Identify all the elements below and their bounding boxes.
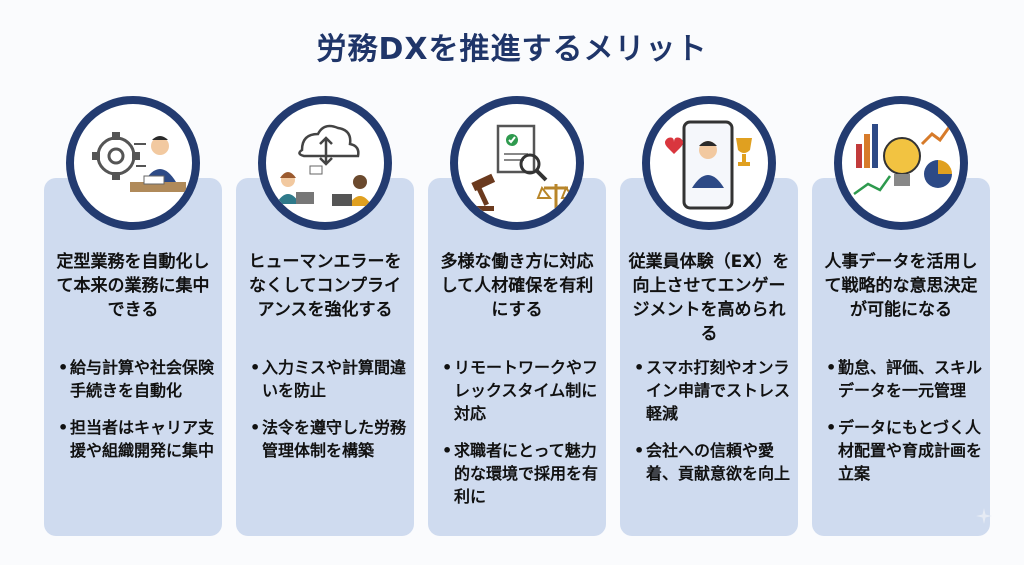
card-bullet-list: スマホ打刻やオンライン申請でストレス軽減 会社への信頼や愛着、貢献意欲を向上 [634, 356, 790, 499]
sparkle-icon [976, 508, 992, 524]
list-item: 法令を遵守した労務管理体制を構築 [250, 416, 406, 462]
list-item: スマホ打刻やオンライン申請でストレス軽減 [634, 356, 790, 425]
benefit-card-compliance: ヒューマンエラーをなくしてコンプライアンスを強化する 入力ミスや計算間違いを防止… [236, 178, 414, 536]
benefit-card-employee-experience: 従業員体験（EX）を向上させてエンゲージメントを高められる スマホ打刻やオンライ… [620, 178, 798, 536]
list-item: 求職者にとって魅力的な環境で採用を有利に [442, 439, 598, 508]
card-heading: 定型業務を自動化して本来の業務に集中できる [56, 252, 210, 320]
card-heading: 多様な働き方に対応して人材確保を有利にする [440, 252, 594, 320]
card-heading: 人事データを活用して戦略的な意思決定が可能になる [824, 252, 978, 320]
page-title: 労務DXを推進するメリット [316, 32, 708, 67]
card-bullet-list: 入力ミスや計算間違いを防止 法令を遵守した労務管理体制を構築 [250, 356, 406, 476]
list-item: データにもとづく人材配置や育成計画を立案 [826, 416, 982, 485]
smartphone-employee-trophy-icon [642, 96, 776, 230]
list-item: 会社への信頼や愛着、貢献意欲を向上 [634, 439, 790, 485]
list-item: 勤怠、評価、スキルデータを一元管理 [826, 356, 982, 402]
list-item: リモートワークやフレックスタイム制に対応 [442, 356, 598, 425]
document-gavel-scale-icon [450, 96, 584, 230]
benefit-card-data-utilization: 人事データを活用して戦略的な意思決定が可能になる 勤怠、評価、スキルデータを一元… [812, 178, 990, 536]
gear-businessman-icon [66, 96, 200, 230]
card-bullet-list: 勤怠、評価、スキルデータを一元管理 データにもとづく人材配置や育成計画を立案 [826, 356, 982, 499]
list-item: 担当者はキャリア支援や組織開発に集中 [58, 416, 214, 462]
benefit-card-workstyle: 多様な働き方に対応して人材確保を有利にする リモートワークやフレックスタイム制に… [428, 178, 606, 536]
list-item: 給与計算や社会保険手続きを自動化 [58, 356, 214, 402]
card-bullet-list: リモートワークやフレックスタイム制に対応 求職者にとって魅力的な環境で採用を有利… [442, 356, 598, 522]
card-bullet-list: 給与計算や社会保険手続きを自動化 担当者はキャリア支援や組織開発に集中 [58, 356, 214, 476]
lightbulb-charts-icon [834, 96, 968, 230]
card-heading: ヒューマンエラーをなくしてコンプライアンスを強化する [248, 252, 402, 320]
list-item: 入力ミスや計算間違いを防止 [250, 356, 406, 402]
cloud-team-icon [258, 96, 392, 230]
benefit-card-automation: 定型業務を自動化して本来の業務に集中できる 給与計算や社会保険手続きを自動化 担… [44, 178, 222, 536]
card-heading: 従業員体験（EX）を向上させてエンゲージメントを高められる [628, 252, 790, 344]
